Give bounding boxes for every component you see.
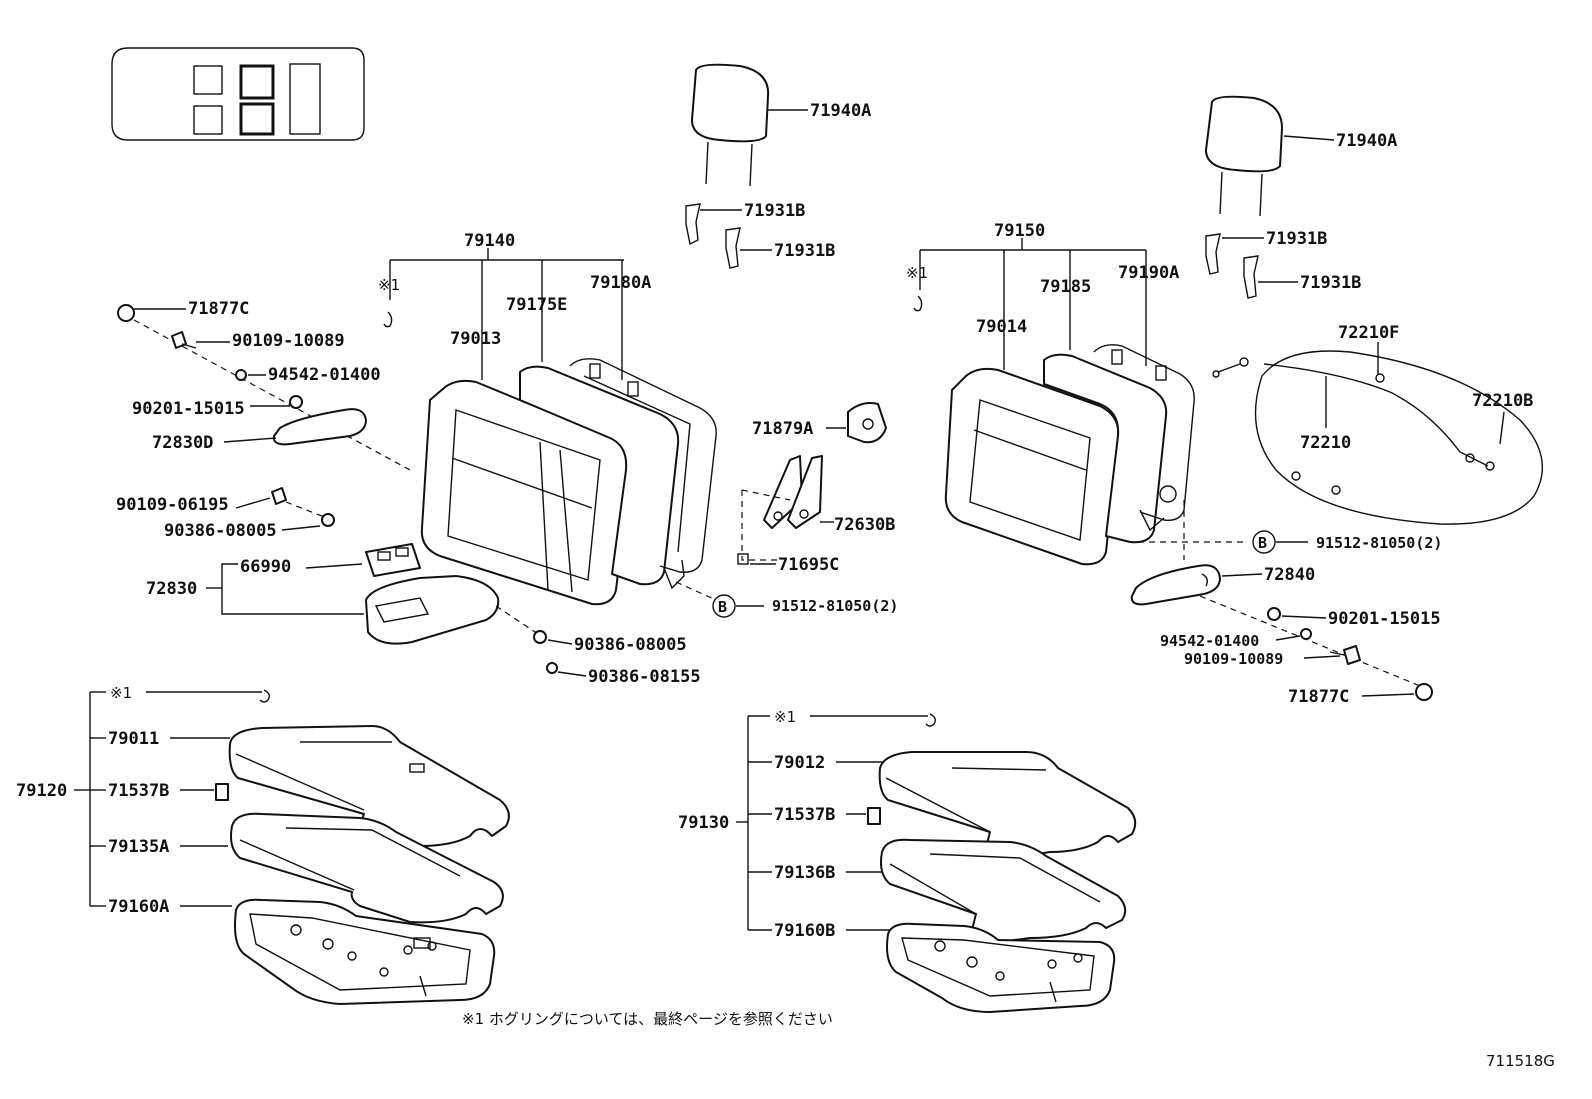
washer-94542-01400-right <box>1300 628 1312 640</box>
label-71877C-left: 71877C <box>188 299 249 319</box>
label-72210F: 72210F <box>1338 323 1399 343</box>
label-79013: 79013 <box>450 329 501 349</box>
vehicle-seat-location-thumbnail <box>111 47 365 141</box>
label-71695C: 71695C <box>778 555 839 575</box>
label-94542-01400-left: 94542-01400 <box>268 365 381 385</box>
label-79011: 79011 <box>108 729 159 749</box>
seatback-pad-right <box>1043 353 1168 544</box>
clip-71695C <box>737 553 749 565</box>
switch-66990 <box>365 543 421 577</box>
nut-90201-15015-left <box>289 395 303 409</box>
callout-b-left-label: B <box>718 598 727 616</box>
label-72840: 72840 <box>1264 565 1315 585</box>
label-90109-10089-left: 90109-10089 <box>232 331 345 351</box>
bolt-90109-10089-left <box>171 331 197 349</box>
label-79136B: 79136B <box>774 863 835 883</box>
headrest-support-left <box>685 203 741 269</box>
label-79012: 79012 <box>774 753 825 773</box>
seat-cushion-cover-79011 <box>228 725 510 847</box>
hog-ring-mark-79150: ※1 <box>906 264 928 282</box>
seat-cushion-pad-79135A <box>230 812 504 924</box>
label-79160A: 79160A <box>108 897 169 917</box>
hinge-bracket-72630B <box>763 455 823 529</box>
washer-90386-08005-b <box>533 630 547 644</box>
label-72630B: 72630B <box>834 515 895 535</box>
seatback-frame-right <box>1093 344 1195 532</box>
label-79130: 79130 <box>678 813 729 833</box>
label-71931B-right-2: 71931B <box>1300 273 1361 293</box>
hog-ring-mark-79120: ※1 <box>110 684 132 702</box>
label-90201-15015-left: 90201-15015 <box>132 399 245 419</box>
label-90386-08155: 90386-08155 <box>588 667 701 687</box>
callout-b-right-label: B <box>1258 534 1267 552</box>
wire-harness-72210 <box>1212 350 1544 525</box>
label-71931B-right-1: 71931B <box>1266 229 1327 249</box>
seatback-cover-left <box>420 379 632 606</box>
label-79014: 79014 <box>976 317 1027 337</box>
label-71537B-right: 71537B <box>774 805 835 825</box>
label-72210: 72210 <box>1300 433 1351 453</box>
hinge-cover-71879A <box>847 402 887 444</box>
seatback-cover-right <box>944 367 1120 566</box>
armrest-72830D <box>272 408 367 446</box>
cap-71877C-right <box>1415 683 1433 701</box>
label-72830: 72830 <box>146 579 197 599</box>
seat-frame-79160B <box>886 922 1116 1013</box>
bolt-90109-10089-right <box>1329 645 1361 665</box>
seatback-pad-left <box>519 365 680 586</box>
label-90386-08005-a: 90386-08005 <box>164 521 277 541</box>
label-79140: 79140 <box>464 231 515 251</box>
diagram-code: 711518G <box>1486 1052 1555 1070</box>
label-79190A: 79190A <box>1118 263 1179 283</box>
seat-frame-79160A <box>234 898 496 1005</box>
label-90109-06195: 90109-06195 <box>116 495 229 515</box>
headrest-left <box>691 63 770 187</box>
label-71877C-right: 71877C <box>1288 687 1349 707</box>
headrest-support-right <box>1205 233 1259 299</box>
hog-ring-mark-79140: ※1 <box>378 276 400 294</box>
bolt-90109-06195 <box>271 487 287 505</box>
label-72210B: 72210B <box>1472 391 1533 411</box>
washer-90386-08155 <box>546 662 558 674</box>
label-71940A-left: 71940A <box>810 101 871 121</box>
label-90109-10089-right: 90109-10089 <box>1184 650 1283 668</box>
label-79185: 79185 <box>1040 277 1091 297</box>
hog-ring-note: ※1 ホグリングについては、最終ページを参照ください <box>462 1010 833 1028</box>
label-79135A: 79135A <box>108 837 169 857</box>
label-72830D: 72830D <box>152 433 213 453</box>
nut-90201-15015-right <box>1267 607 1281 621</box>
label-79180A: 79180A <box>590 273 651 293</box>
label-91512-81050-right: 91512-81050(2) <box>1316 534 1442 552</box>
label-79150: 79150 <box>994 221 1045 241</box>
clip-71537B-right <box>867 807 881 825</box>
seatback-frame-left <box>569 358 717 590</box>
label-79160B: 79160B <box>774 921 835 941</box>
washer-94542-01400-left <box>235 369 247 381</box>
hog-ring-mark-79130: ※1 <box>774 708 796 726</box>
label-79120: 79120 <box>16 781 67 801</box>
clip-71537B-left <box>215 783 229 801</box>
armrest-72830 <box>365 575 500 645</box>
callout-b-right <box>1252 530 1276 554</box>
label-90201-15015-right: 90201-15015 <box>1328 609 1441 629</box>
label-71940A-right: 71940A <box>1336 131 1397 151</box>
label-91512-81050-left: 91512-81050(2) <box>772 597 898 615</box>
label-71931B-left-2: 71931B <box>774 241 835 261</box>
washer-90386-08005-a <box>321 513 335 527</box>
label-71879A: 71879A <box>752 419 813 439</box>
armrest-72840 <box>1130 564 1221 606</box>
headrest-right <box>1205 95 1283 217</box>
label-66990: 66990 <box>240 557 291 577</box>
label-90386-08005-b: 90386-08005 <box>574 635 687 655</box>
cap-71877C-left <box>117 304 135 322</box>
label-79175E: 79175E <box>506 295 567 315</box>
callout-b-left <box>712 594 736 618</box>
label-71537B-left: 71537B <box>108 781 169 801</box>
label-94542-01400-right: 94542-01400 <box>1160 632 1259 650</box>
label-71931B-left-1: 71931B <box>744 201 805 221</box>
